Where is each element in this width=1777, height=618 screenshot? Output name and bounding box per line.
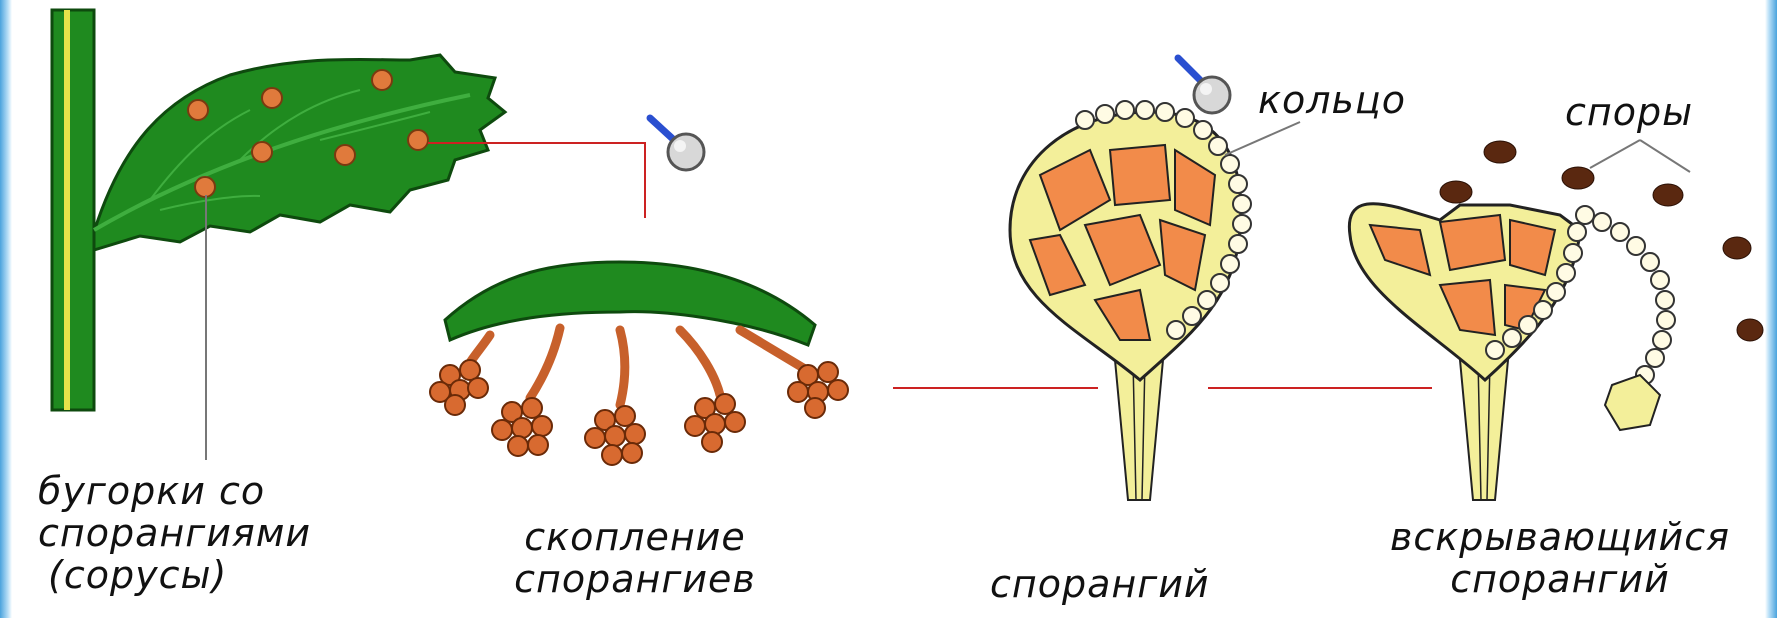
sporangium-ball [585, 406, 645, 465]
label-sori: бугорки со спорангиями (сорусы) [38, 470, 311, 596]
fern-stem [52, 10, 94, 410]
sporangium-ball [788, 362, 848, 418]
sporangium-ball [685, 394, 745, 452]
sporangium-ball [430, 360, 488, 415]
magnifier-icon [1178, 58, 1230, 113]
label-sori-line3: (сорусы) [38, 554, 311, 596]
sporangium-ball [492, 398, 552, 456]
lid-fragment [1605, 375, 1660, 430]
stem-highlight [64, 10, 70, 410]
ring-pointer [1225, 122, 1300, 155]
leaf-blade [94, 55, 505, 250]
sporangium-closed [1010, 101, 1300, 500]
label-opening-line2: спорангий [1375, 558, 1745, 600]
label-ring: кольцо [1258, 78, 1406, 122]
label-cluster-line1: скопление [505, 516, 765, 558]
sporangia-cluster [430, 262, 848, 465]
label-spores: споры [1565, 90, 1693, 134]
indusium [445, 262, 815, 345]
label-sporangium: спорангий [990, 562, 1210, 606]
label-opening-line1: вскрывающийся [1375, 516, 1745, 558]
sporangium-opening [1349, 140, 1763, 500]
label-sori-line1: бугорки со [38, 470, 311, 512]
label-cluster-line2: спорангиев [505, 558, 765, 600]
spore-pointer [1590, 140, 1640, 168]
label-cluster: скопление спорангиев [505, 516, 765, 600]
label-sori-line2: спорангиями [38, 512, 311, 554]
magnifier-icon [650, 118, 704, 170]
label-opening-sporangium: вскрывающийся спорангий [1375, 516, 1745, 600]
